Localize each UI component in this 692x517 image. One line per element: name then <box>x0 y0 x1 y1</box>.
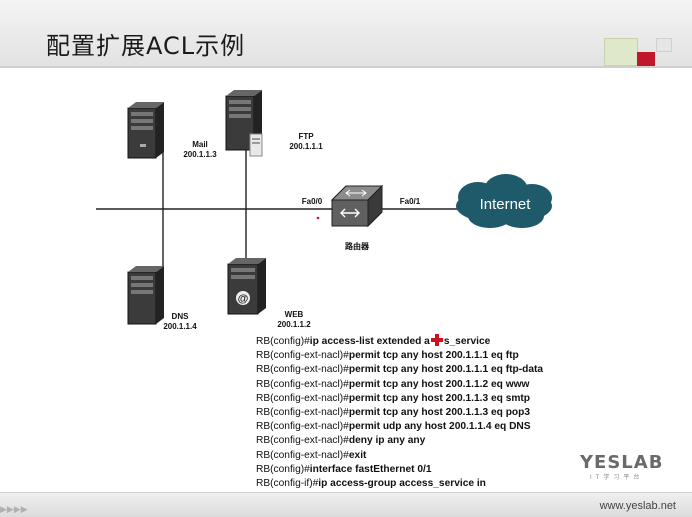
command-line: RB(config-ext-nacl)#exit <box>256 449 367 461</box>
slide-title: 配置扩展ACL示例 <box>46 32 246 60</box>
corner-square-red <box>637 52 655 66</box>
command-line: RB(config)#interface fastEthernet 0/1 <box>256 463 432 475</box>
command-line: RB(config-if)#ip access-group access_ser… <box>256 478 486 490</box>
red-cross-icon <box>430 334 443 346</box>
command-line: RB(config-ext-nacl)#permit udp any host … <box>256 421 531 433</box>
corner-square-gray <box>656 38 672 52</box>
footer-url: www.yeslab.net <box>599 500 676 512</box>
footer-arrows-icon: ▶▶▶▶ <box>0 504 28 514</box>
internet-label: Internet <box>479 196 531 213</box>
slide-footer: ▶▶▶▶ www.yeslab.net <box>0 492 692 517</box>
command-line: RB(config-ext-nacl)#permit tcp any host … <box>256 350 519 362</box>
command-line: RB(config-ext-nacl)#permit tcp any host … <box>256 407 531 419</box>
slide-header: 配置扩展ACL示例 <box>0 0 692 68</box>
yeslab-logo: YESLAB <box>580 452 664 473</box>
yeslab-logo-subtitle: IT学习平台 <box>590 475 644 481</box>
command-line: RB(config-ext-nacl)#permit tcp any host … <box>256 378 530 390</box>
command-line: RB(config-ext-nacl)#permit tcp any host … <box>256 392 531 404</box>
mail-server-icon <box>127 102 164 159</box>
ftp-label: FTP 200.1.1.1 <box>289 132 323 151</box>
internet-cloud-icon <box>456 174 552 228</box>
mail-label: Mail 200.1.1.3 <box>183 140 217 159</box>
svg-text:@: @ <box>238 293 249 305</box>
router-icon <box>330 184 384 228</box>
network-diagram: @ <box>96 90 552 325</box>
red-dot-marker <box>316 216 320 220</box>
ftp-server-icon <box>225 90 263 157</box>
command-line: RB(config-ext-nacl)#permit tcp any host … <box>256 364 544 376</box>
router-label: 路由器 <box>345 242 369 251</box>
router-if-left-label: Fa0/0 <box>301 197 323 206</box>
router-if-right-label: Fa0/1 <box>399 197 421 206</box>
dns-server-icon <box>127 266 164 325</box>
dns-label: DNS 200.1.1.4 <box>163 312 197 331</box>
command-line: RB(config-ext-nacl)#deny ip any any <box>256 435 426 447</box>
corner-square-green <box>604 38 638 66</box>
web-server-icon: @ <box>227 258 266 315</box>
web-label: WEB 200.1.1.2 <box>277 310 311 329</box>
